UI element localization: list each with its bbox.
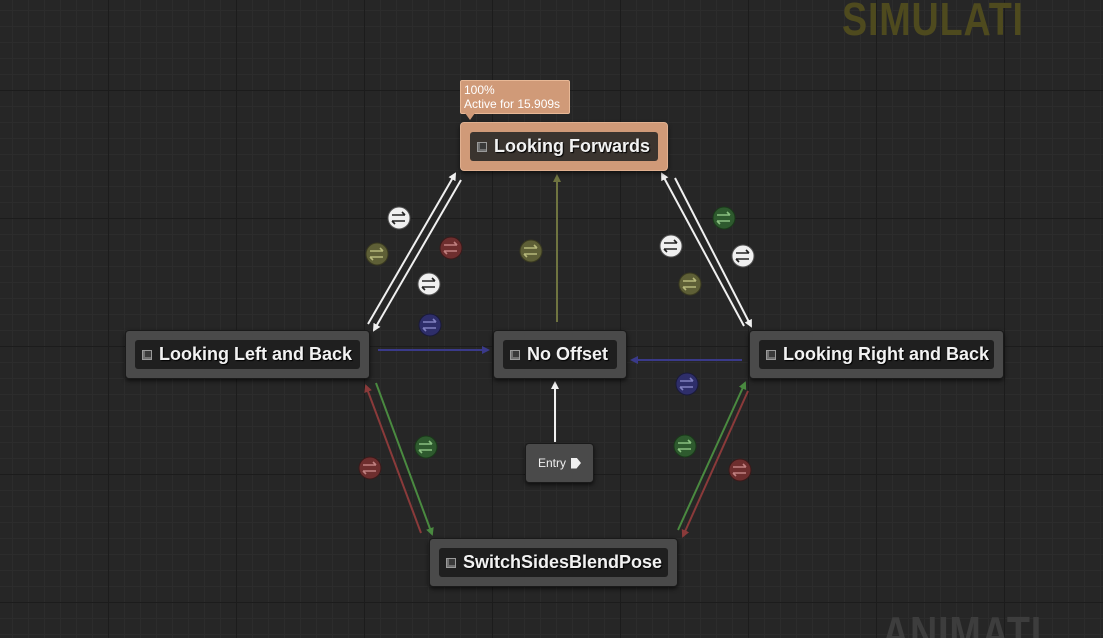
play-arrow-icon [571,457,581,469]
transition-rule-icon[interactable] [418,313,442,337]
state-label: Looking Forwards [494,136,651,156]
state-node-switch-sides-blend-pose[interactable]: SwitchSidesBlendPose [429,538,678,587]
transition-rule-icon[interactable] [712,206,736,230]
transition-rule-icon[interactable] [417,272,441,296]
transition-right-to-forwards [661,172,745,327]
transition-rule-icon[interactable] [678,272,702,296]
state-label: Looking Right and Back [783,344,990,364]
state-node-looking-forwards[interactable]: Looking Forwards [460,122,668,171]
transition-forwards-to-left [372,179,462,332]
transition-left-to-forwards [367,172,457,325]
transition-switch-to-right [677,381,747,531]
state-node-looking-right-and-back[interactable]: Looking Right and Back [749,330,1004,379]
state-label: No Offset [527,344,608,364]
state-node-no-offset[interactable]: No Offset [493,330,627,379]
transition-switch-to-left [364,384,422,534]
transition-rule-icon[interactable] [673,434,697,458]
entry-label: Entry [537,456,566,470]
state-square-icon [446,557,456,568]
transition-rule-icon[interactable] [439,236,463,260]
transition-right-to-switch [681,390,749,538]
entry-node[interactable]: Entry [525,443,594,483]
transition-rule-icon[interactable] [387,206,411,230]
graph-watermark-top: SIMULATI [842,0,1024,45]
transition-rule-icon[interactable] [659,234,683,258]
tooltip-active-time: Active for 15.909s [464,97,561,111]
tooltip-weight: 100% [464,83,495,97]
state-square-icon [766,349,776,360]
state-label: SwitchSidesBlendPose [463,552,663,572]
transition-left-to-switch [375,382,434,536]
transition-rule-icon[interactable] [358,456,382,480]
transition-rule-icon[interactable] [731,244,755,268]
graph-watermark-bottom: ANIMATI [882,607,1043,638]
state-square-icon [510,349,520,360]
state-node-looking-left-and-back[interactable]: Looking Left and Back [125,330,370,379]
transition-rule-icon[interactable] [365,242,389,266]
transition-forwards-to-right [674,177,752,328]
state-square-icon [477,141,487,152]
transition-rule-icon[interactable] [519,239,543,263]
transition-rule-icon[interactable] [728,458,752,482]
state-label: Looking Left and Back [159,344,353,364]
state-square-icon [142,349,152,360]
transition-rule-icon[interactable] [414,435,438,459]
active-state-tooltip: 100% Active for 15.909s [460,80,570,120]
transition-rule-icon[interactable] [675,372,699,396]
